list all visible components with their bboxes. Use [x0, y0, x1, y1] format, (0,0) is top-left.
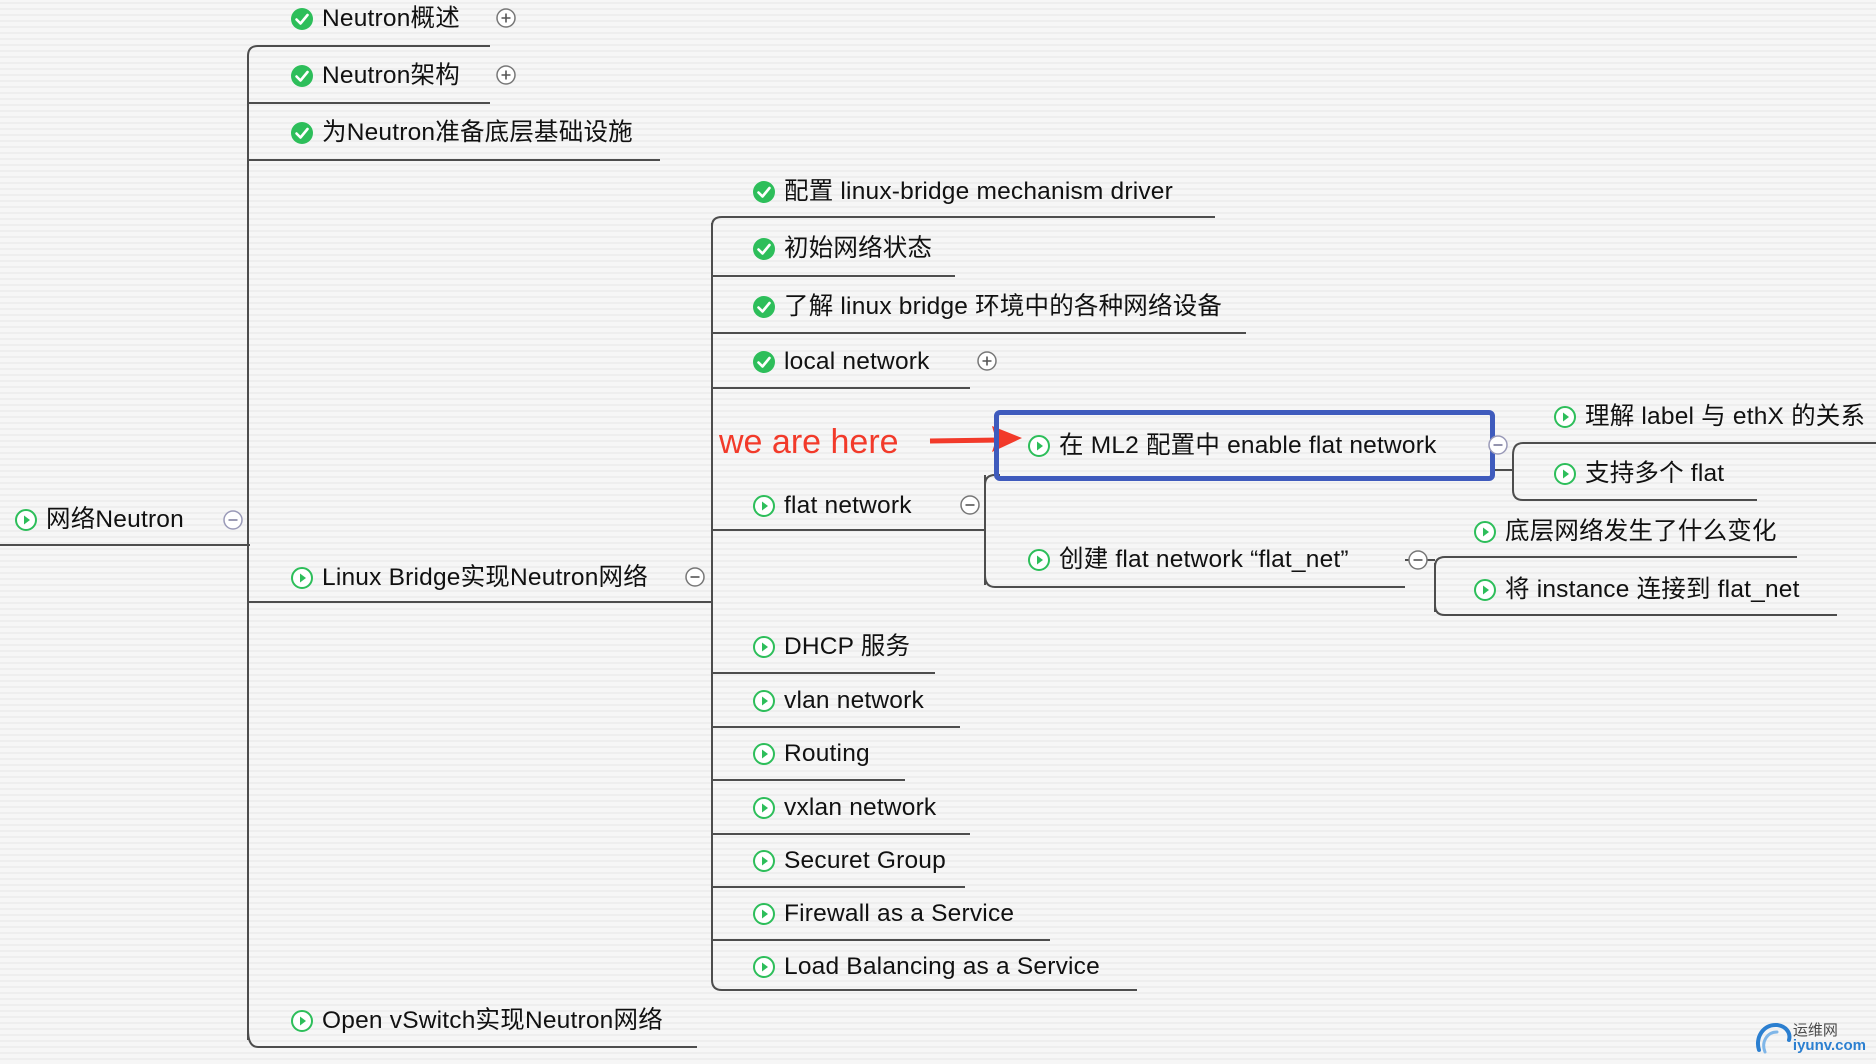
node-label: Load Balancing as a Service	[784, 953, 1100, 980]
node-ovs[interactable]: Open vSwitch实现Neutron网络	[290, 1004, 663, 1038]
play-circle-icon	[291, 1010, 313, 1032]
node-label: 理解 label 与 ethX 的关系	[1585, 403, 1866, 430]
play-circle-icon	[753, 690, 775, 712]
we-are-here-callout: we are here	[719, 423, 899, 461]
play-circle-icon	[1474, 521, 1496, 543]
check-circle-icon	[753, 238, 775, 260]
collapse-toggle-icon[interactable]	[222, 509, 244, 531]
node-infrastructure[interactable]: 为Neutron准备底层基础设施	[290, 116, 633, 150]
branch-connector	[247, 45, 490, 57]
play-circle-icon	[753, 636, 775, 658]
logo-text-en: iyunv.com	[1792, 1037, 1866, 1054]
check-circle-icon	[753, 181, 775, 203]
expand-toggle-icon[interactable]	[495, 7, 517, 29]
node-label: 在 ML2 配置中 enable flat network	[1059, 432, 1437, 459]
node-label: Open vSwitch实现Neutron网络	[322, 1007, 663, 1034]
node-neutron-overview[interactable]: Neutron概述	[290, 2, 460, 36]
lb-connector	[711, 216, 1215, 227]
node-label-ethx[interactable]: 理解 label 与 ethX 的关系	[1553, 400, 1865, 434]
ml2-connector	[1512, 489, 1757, 501]
node-label: flat network	[784, 492, 912, 519]
node-create-flat-net[interactable]: 创建 flat network “flat_net”	[1027, 543, 1349, 577]
branch-connector	[247, 1029, 697, 1048]
node-label: 初始网络状态	[784, 235, 933, 262]
root-node[interactable]: 网络Neutron	[14, 503, 184, 537]
node-label: 将 instance 连接到 flat_net	[1505, 576, 1800, 603]
callout-arrow-head	[992, 426, 1022, 452]
root-spine	[247, 56, 250, 1040]
node-label: Securet Group	[784, 847, 946, 874]
play-circle-icon	[1028, 435, 1050, 457]
node-label: Linux Bridge实现Neutron网络	[322, 564, 648, 591]
node-flat-network[interactable]: flat network	[752, 489, 912, 523]
node-dhcp[interactable]: DHCP 服务	[752, 630, 910, 664]
node-label: Firewall as a Service	[784, 900, 1015, 927]
play-circle-icon	[753, 797, 775, 819]
play-circle-icon	[1554, 406, 1576, 428]
node-label: DHCP 服务	[784, 633, 911, 660]
check-circle-icon	[291, 8, 313, 30]
node-label: vxlan network	[784, 794, 937, 821]
node-label: 配置 linux-bridge mechanism driver	[784, 178, 1173, 205]
node-neutron-architecture[interactable]: Neutron架构	[290, 59, 460, 93]
node-label: Neutron架构	[322, 62, 460, 89]
play-circle-icon	[1028, 549, 1050, 571]
logo-swirl-icon	[1755, 1023, 1792, 1054]
lb-connector	[711, 979, 1137, 991]
flat-connector	[984, 574, 1405, 588]
node-local-network[interactable]: local network	[752, 345, 930, 379]
expand-toggle-icon[interactable]	[976, 350, 998, 372]
collapse-toggle-icon[interactable]	[1407, 549, 1429, 571]
node-vxlan[interactable]: vxlan network	[752, 791, 936, 825]
node-routing[interactable]: Routing	[752, 737, 870, 771]
node-label: 底层网络发生了什么变化	[1505, 518, 1777, 545]
node-lbaas[interactable]: Load Balancing as a Service	[752, 950, 1100, 984]
play-circle-icon	[753, 743, 775, 765]
collapse-toggle-icon[interactable]	[1487, 434, 1509, 456]
node-label: vlan network	[784, 687, 924, 714]
node-label: 了解 linux bridge 环境中的各种网络设备	[784, 293, 1223, 320]
node-connect-instance[interactable]: 将 instance 连接到 flat_net	[1473, 573, 1800, 607]
logo-text-cn: 运维网	[1792, 1022, 1838, 1039]
play-circle-icon	[1474, 579, 1496, 601]
ml2-connector	[1512, 442, 1876, 456]
play-circle-icon	[15, 509, 37, 531]
node-label: 为Neutron准备底层基础设施	[322, 119, 633, 146]
node-label: Routing	[784, 740, 870, 767]
node-multi-flat[interactable]: 支持多个 flat	[1553, 457, 1724, 491]
node-label: Neutron概述	[322, 5, 460, 32]
expand-toggle-icon[interactable]	[495, 64, 517, 86]
collapse-toggle-icon[interactable]	[684, 566, 706, 588]
callout-arrow-shaft	[929, 437, 1001, 444]
site-logo: 运维网 iyunv.com	[1753, 1018, 1866, 1058]
play-circle-icon	[1554, 463, 1576, 485]
node-underlay-change[interactable]: 底层网络发生了什么变化	[1473, 515, 1777, 549]
node-fwaas[interactable]: Firewall as a Service	[752, 897, 1014, 931]
node-network-devices[interactable]: 了解 linux bridge 环境中的各种网络设备	[752, 290, 1222, 324]
node-security-group[interactable]: Securet Group	[752, 844, 946, 878]
node-initial-state[interactable]: 初始网络状态	[752, 232, 932, 266]
create-connector	[1434, 556, 1797, 568]
node-linux-bridge[interactable]: Linux Bridge实现Neutron网络	[290, 561, 648, 595]
play-circle-icon	[753, 495, 775, 517]
node-mechanism-driver[interactable]: 配置 linux-bridge mechanism driver	[752, 175, 1173, 209]
create-connector	[1434, 604, 1837, 616]
check-circle-icon	[753, 351, 775, 373]
collapse-toggle-icon[interactable]	[959, 494, 981, 516]
node-label: 创建 flat network “flat_net”	[1059, 546, 1349, 573]
node-label: 支持多个 flat	[1585, 460, 1725, 487]
check-circle-icon	[291, 65, 313, 87]
node-vlan[interactable]: vlan network	[752, 684, 924, 718]
play-circle-icon	[753, 903, 775, 925]
check-circle-icon	[291, 122, 313, 144]
root-label: 网络Neutron	[46, 506, 184, 533]
node-label: local network	[784, 348, 930, 375]
node-ml2-enable-flat[interactable]: 在 ML2 配置中 enable flat network	[1027, 429, 1437, 463]
play-circle-icon	[753, 850, 775, 872]
check-circle-icon	[753, 296, 775, 318]
play-circle-icon	[753, 956, 775, 978]
play-circle-icon	[291, 567, 313, 589]
